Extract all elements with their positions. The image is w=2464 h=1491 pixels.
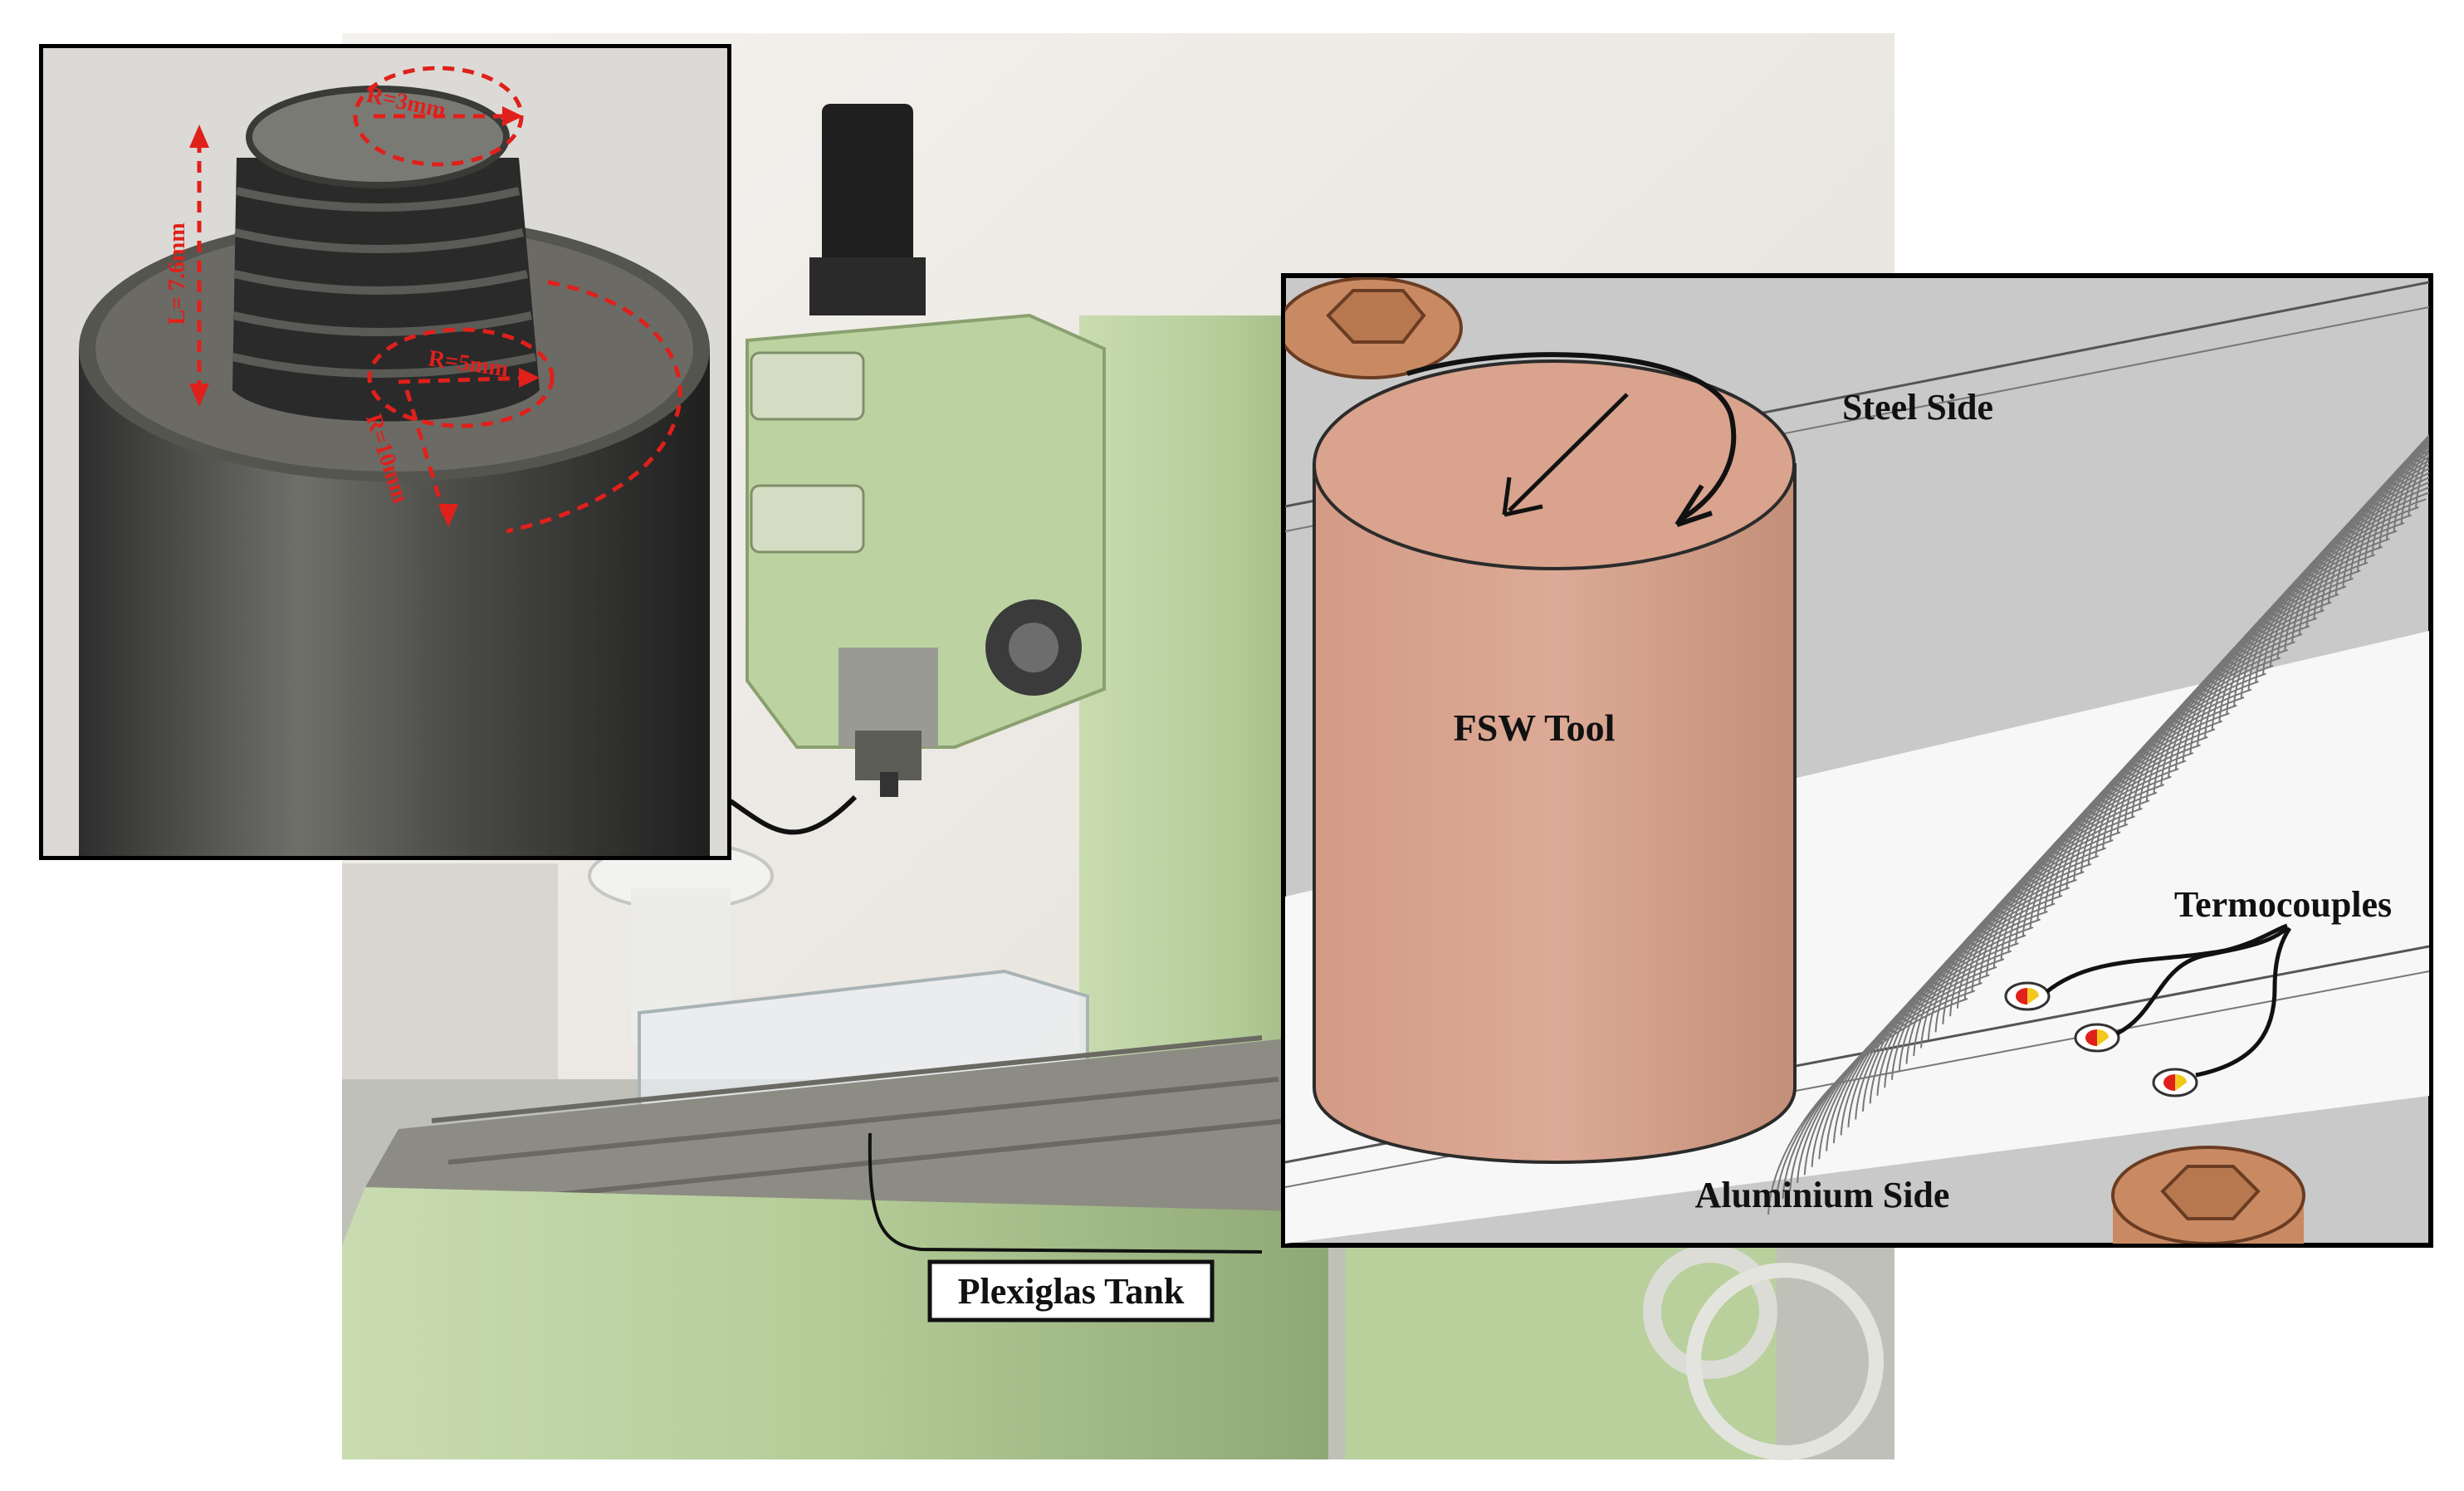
weld-ripple (2385, 436, 2429, 541)
weld-bead (1767, 434, 2429, 1215)
plexiglas-callout: Plexiglas Tank (868, 1132, 1263, 1322)
fsw-tool-cylinder (1313, 352, 1797, 1164)
thermocouple-icon (2152, 1068, 2198, 1097)
travel-direction-arrow-icon (1508, 393, 1629, 512)
thermocouples (2004, 923, 2292, 1097)
weld-ripple (2400, 441, 2429, 526)
pin-length-label: L= 7.6mm (164, 222, 190, 325)
aluminium-side-label: Aluminium Side (1695, 1175, 1950, 1215)
weld-ripple (2378, 434, 2429, 549)
weld-ripple (2408, 446, 2429, 517)
plexiglas-tank-label: Plexiglas Tank (958, 1271, 1185, 1312)
clamp-bottom (2111, 1146, 2305, 1244)
steel-side-label: Steel Side (1842, 387, 1993, 428)
clamp-top (1285, 277, 1463, 379)
fsw-schematic-panel: Steel Side FSW Tool Aluminium Side Termo… (1281, 273, 2433, 1248)
fsw-tool-label: FSW Tool (1454, 706, 1616, 749)
weld-ripple (2371, 434, 2429, 557)
weld-ripple (2393, 438, 2429, 533)
rotation-arrow-icon (1406, 352, 1737, 521)
thermocouple-icon (2074, 1023, 2120, 1053)
weld-ripple (2415, 452, 2429, 510)
tool-photo-inset: L= 7.6mm R=3mm R=5mm R=10mm (39, 44, 731, 860)
thermocouples-label: Termocouples (2174, 884, 2392, 925)
thermocouple-icon (2004, 981, 2051, 1011)
